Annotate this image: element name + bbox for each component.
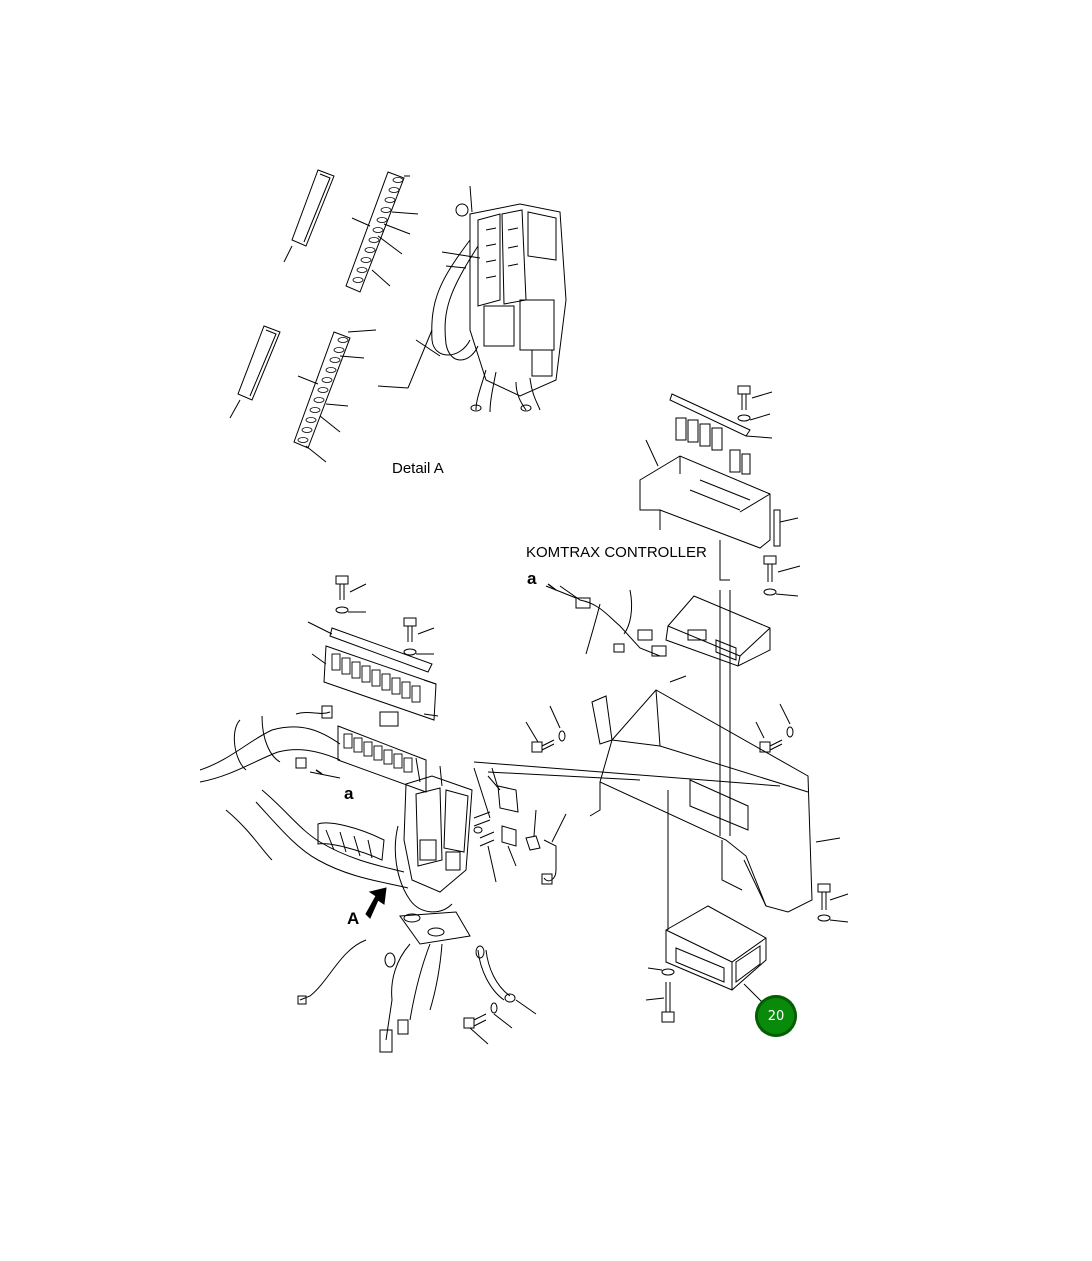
controller-bracket-upper — [639, 439, 799, 581]
fuse-block-assembly-lower — [297, 757, 473, 1053]
relay-bank-lower — [311, 645, 439, 721]
bolt-komtrax-bracket — [763, 555, 801, 597]
terminal-strip-upper — [345, 171, 419, 293]
bolt-upper-right — [737, 385, 773, 439]
main-wire-harness — [199, 705, 409, 889]
callout-20-button[interactable]: 20 — [755, 995, 797, 1037]
lower-fuse-relay-group — [199, 575, 781, 1053]
fuse-block-lower — [337, 711, 427, 793]
callout-number: 20 — [767, 1008, 785, 1024]
bolt-frame-bottom-right — [817, 883, 849, 923]
relay-plate — [669, 393, 751, 437]
diode-set — [473, 767, 567, 885]
main-controller-box — [645, 905, 767, 1023]
detail-a-title: Detail A — [392, 460, 444, 477]
komtrax-controller-drawing — [545, 583, 771, 683]
connector-cover-upper — [283, 169, 335, 263]
bolt-frame-right — [755, 703, 794, 753]
relay-set-upper — [675, 417, 751, 475]
bolt-controller-bottom — [645, 967, 675, 1023]
controller-mount-frame — [525, 590, 849, 930]
connection-ref-a-upper: a — [527, 569, 537, 588]
terminal-strip-lower — [293, 329, 377, 463]
bolt-lower-fuse-2 — [403, 617, 435, 656]
upper-relay-bracket-group — [639, 385, 801, 597]
view-a-label: A — [347, 909, 360, 928]
connector-cover-lower — [229, 325, 281, 419]
detail-a-group — [229, 169, 567, 463]
bolt-lower-fuse-1 — [335, 575, 367, 614]
ground-strap — [463, 945, 537, 1045]
ground-line — [473, 761, 781, 787]
connection-ref-a-lower: a — [344, 784, 354, 803]
view-arrow-a — [365, 887, 387, 919]
fuse-block-assembly-detail — [377, 185, 567, 413]
komtrax-controller-title: KOMTRAX CONTROLLER — [526, 544, 707, 561]
bolt-frame-left — [525, 705, 566, 753]
